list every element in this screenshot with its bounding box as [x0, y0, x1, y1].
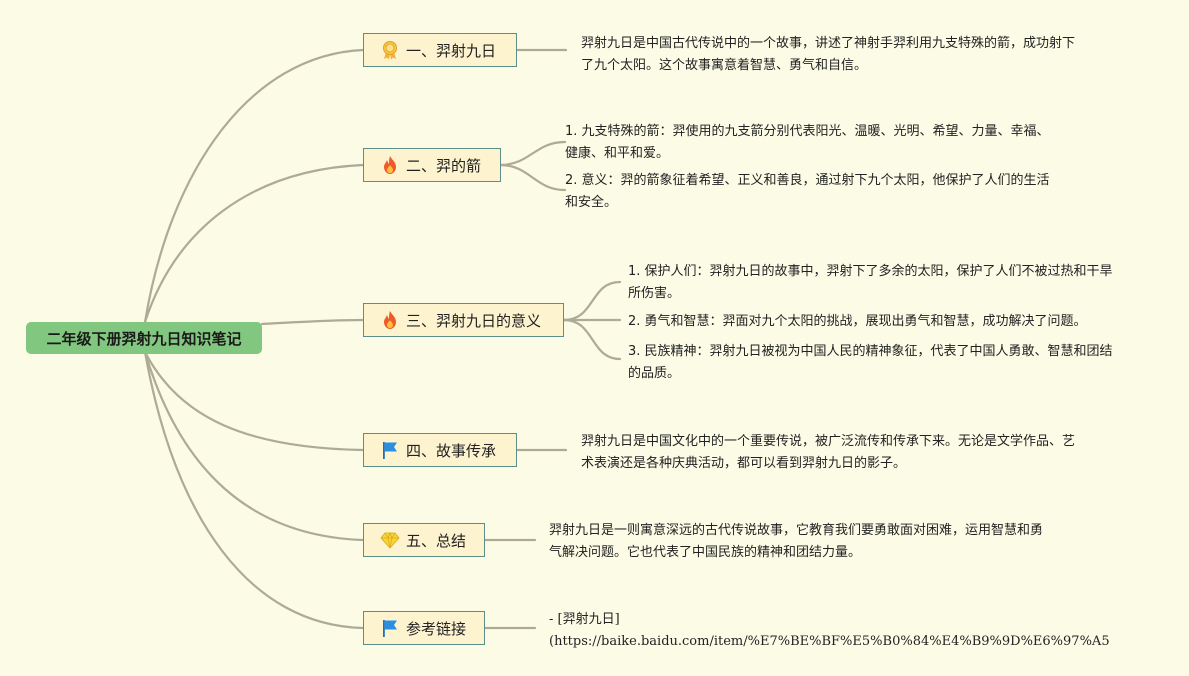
connector-topic-3-note-3 [562, 318, 622, 361]
root-title: 二年级下册羿射九日知识笔记 [46, 329, 242, 348]
note-topic-5: 羿射九日是一则寓意深远的古代传说故事，它教育我们要勇敢面对困难，运用智慧和勇气解… [549, 523, 1044, 560]
topic-6[interactable]: 参考链接 [363, 611, 485, 645]
root-topic[interactable]: 二年级下册羿射九日知识笔记 [26, 322, 262, 354]
topic-5[interactable]: 五、总结 [363, 523, 485, 557]
note-topic-3-item-1: 1. 保护人们：羿射九日的故事中，羿射下了多余的太阳，保护了人们不被过热和干旱所… [628, 264, 1113, 301]
connector-root-topic-1 [143, 48, 365, 324]
topic-6-label: 参考链接 [406, 619, 467, 638]
blue-flag-icon [380, 618, 400, 638]
blue-flag-icon [380, 440, 400, 460]
topic-2[interactable]: 二、羿的箭 [363, 148, 501, 182]
note-topic-3-item-3: 3. 民族精神：羿射九日被视为中国人民的精神象征，代表了中国人勇敢、智慧和团结的… [628, 344, 1113, 381]
topic-4-label: 四、故事传承 [406, 441, 497, 460]
award-ribbon-icon [380, 40, 400, 60]
reference-link-title[interactable]: - [羿射九日] [549, 612, 620, 627]
topic-3[interactable]: 三、羿射九日的意义 [363, 303, 564, 337]
connector-topic-2-note-2 [498, 163, 567, 192]
note-topic-6: - [羿射九日] (https://baike.baidu.com/item/%… [549, 609, 1149, 653]
note-topic-2-item-2: 2. 意义：羿的箭象征着希望、正义和善良，通过射下九个太阳，他保护了人们的生活和… [565, 173, 1050, 210]
reference-link-url[interactable]: (https://baike.baidu.com/item/%E7%BE%BF%… [549, 634, 1110, 649]
topic-4[interactable]: 四、故事传承 [363, 433, 517, 467]
connector-root-topic-6 [143, 350, 365, 630]
note-topic-2-item-1: 1. 九支特殊的箭：羿使用的九支箭分别代表阳光、温暖、光明、希望、力量、幸福、健… [565, 124, 1050, 161]
connector-root-topic-4 [143, 350, 365, 452]
connector-root-topic-3 [260, 318, 365, 326]
topic-1-label: 一、羿射九日 [406, 41, 497, 60]
note-topic-1: 羿射九日是中国古代传说中的一个故事，讲述了神射手羿利用九支特殊的箭，成功射下了九… [581, 36, 1076, 73]
topic-2-label: 二、羿的箭 [406, 156, 482, 175]
connector-root-topic-5 [143, 350, 365, 542]
connector-root-topic-2 [143, 163, 365, 324]
fire-icon [380, 310, 400, 330]
topic-1[interactable]: 一、羿射九日 [363, 33, 517, 67]
note-topic-3-item-2: 2. 勇气和智慧：羿面对九个太阳的挑战，展现出勇气和智慧，成功解决了问题。 [628, 314, 1087, 329]
connector-topic-2-note-1 [498, 140, 567, 167]
fire-icon [380, 155, 400, 175]
connector-topic-3-note-1 [562, 280, 622, 322]
diamond-icon [380, 530, 400, 550]
note-topic-4: 羿射九日是中国文化中的一个重要传说，被广泛流传和传承下来。无论是文学作品、艺术表… [581, 434, 1076, 471]
topic-3-label: 三、羿射九日的意义 [406, 311, 542, 330]
topic-5-label: 五、总结 [406, 531, 467, 550]
